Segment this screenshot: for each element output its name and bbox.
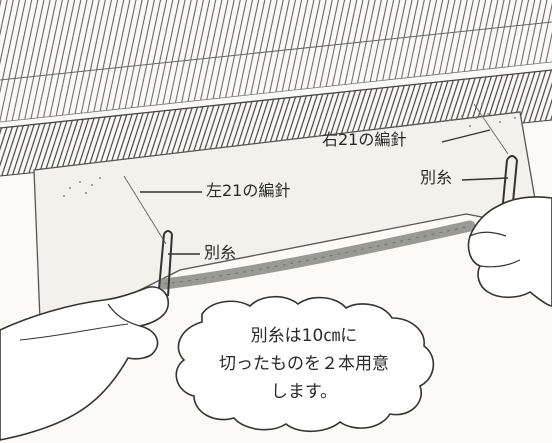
left-hand	[0, 286, 169, 441]
note-line-2: 切ったものを２本用意	[219, 354, 389, 374]
note-line-3: します。	[270, 382, 338, 402]
callout-leader-lines	[140, 129, 509, 255]
note-bubble	[175, 295, 435, 433]
note-bubble-text: 別糸は10㎝に 切ったものを２本用意 します。	[186, 322, 422, 406]
note-line-1: 別糸は10㎝に	[250, 326, 358, 346]
right-hand	[467, 196, 552, 307]
machine-needle-bed-top	[0, 0, 552, 123]
left-needle-label: 左21の編針	[206, 181, 291, 200]
right-needle-label: 右21の編針	[322, 130, 407, 149]
left-waste-yarn-label: 別糸	[204, 243, 237, 262]
right-waste-yarn-label: 別糸	[420, 168, 453, 187]
